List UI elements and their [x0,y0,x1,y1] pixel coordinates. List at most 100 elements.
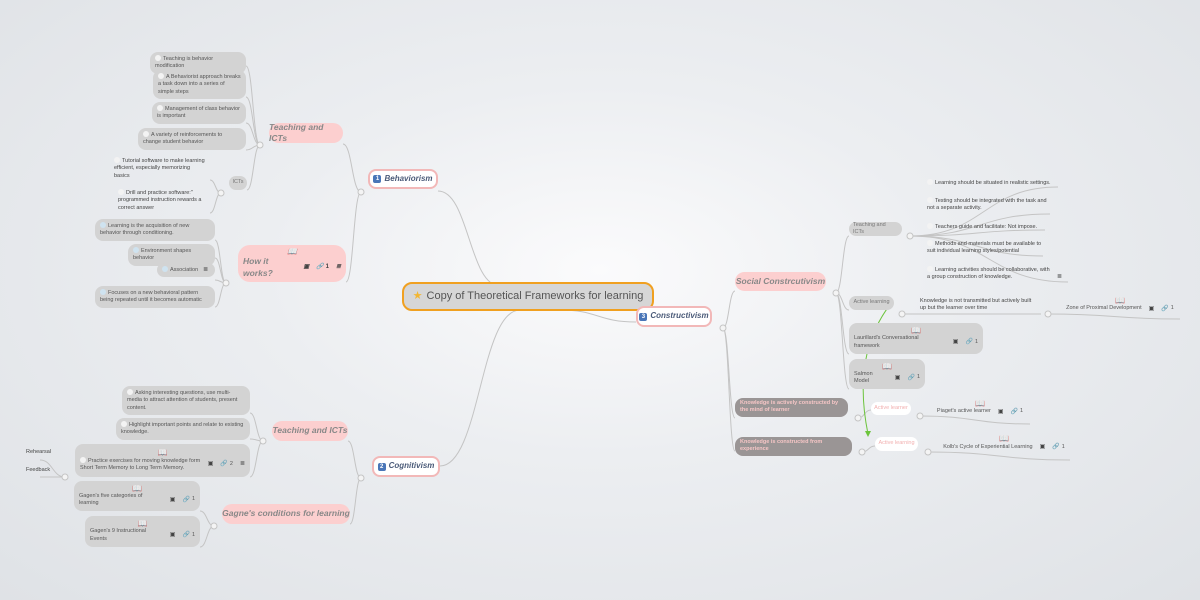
book-icon: 📖 [132,483,142,493]
subtopic-social-constructivism[interactable]: Social Constrcutivism [735,272,826,291]
list-item[interactable]: Drill and practice software:" programmed… [118,189,202,211]
list-item[interactable]: Teaching is behavior modification [150,52,246,74]
subtopic-knowledge-mind[interactable]: Knowledge is actively constructed by the… [735,398,848,417]
subtopic-knowledge-experience[interactable]: Knowledge is constructed from experience [735,437,852,456]
list-item[interactable]: Rehearsal [26,449,52,455]
list-item[interactable]: A variety of reinforcements to change st… [138,128,246,150]
note-icon[interactable]: ≣ [335,264,341,271]
node-piaget[interactable]: 📖Piaget's active learner▣🔗1 [936,398,1024,415]
image-icon[interactable]: ▣ [169,532,176,539]
node-gagne-nine-events[interactable]: 📖Gagen's 9 Instructional Events▣🔗1 [85,516,200,547]
subtopic-teaching-icts[interactable]: Teaching and ICTs [272,421,348,441]
connector-line [214,239,227,284]
connector-line [249,440,264,478]
image-icon[interactable]: ▣ [207,461,214,468]
list-item[interactable]: A Behaviorist approach breaks a task dow… [153,70,246,100]
note-icon[interactable]: ≣ [239,461,245,468]
list-item[interactable]: Learning activities should be collaborat… [927,266,1063,281]
image-icon[interactable]: ▣ [1148,305,1155,312]
connector-line [437,190,501,287]
link-icon[interactable]: 🔗 [182,496,190,503]
connector-line [722,327,736,452]
link-icon[interactable]: 🔗 [1052,444,1060,451]
subtopic-how-it-works[interactable]: 📖How it works?▣🔗1≣ [238,245,346,282]
list-item[interactable]: Asking interesting questions, use multi-… [122,386,250,416]
image-icon[interactable]: ▣ [1039,444,1046,451]
list-item[interactable]: Testing should be integrated with the ta… [927,197,1047,212]
link-icon[interactable]: 🔗 [965,339,973,346]
node-laurillard[interactable]: 📖Laurillard's Conversational framework▣🔗… [849,323,983,354]
book-icon: 📖 [137,519,148,529]
relation-label-active-learner[interactable]: Active learner [871,402,911,415]
collapse-handle [924,448,932,456]
list-item[interactable]: Tutorial software to make learning effic… [114,157,205,179]
node-salmon-model[interactable]: 📖Salmon Model▣🔗1 [849,359,925,389]
arrowhead [865,431,871,437]
image-icon[interactable]: ▣ [169,496,176,503]
collapse-handle [832,289,840,297]
connector-line [722,327,736,419]
connector-line [214,282,227,308]
connector-line [349,477,362,525]
collapse-handle [719,324,727,332]
collapse-handle [210,522,218,530]
list-item[interactable]: Learning is the acquisition of new behav… [95,219,215,241]
book-icon: 📖 [999,434,1009,444]
node-active-learning[interactable]: Active learning [849,296,894,310]
list-item[interactable]: Methods and materials must be available … [927,240,1042,255]
note-icon[interactable]: ≣ [1057,274,1063,281]
collapse-handle [256,141,264,149]
node-icts[interactable]: ICTs [229,176,247,190]
connector-line [927,451,1071,461]
collapse-handle [357,474,365,482]
number-icon: 3 [639,312,648,321]
link-icon[interactable]: 🔗 [220,461,228,468]
book-icon: 📖 [975,398,985,408]
note-icon[interactable]: ≣ [203,267,209,273]
image-icon[interactable]: ▣ [303,264,310,271]
list-item[interactable]: Management of class behavior is importan… [152,102,246,124]
book-icon: 📖 [157,447,168,457]
star-icon: ★ [412,290,423,303]
connector-line [559,309,637,323]
link-icon[interactable]: 🔗 [1010,408,1019,415]
image-icon[interactable]: ▣ [952,339,959,346]
node-knowledge-not-transmitted[interactable]: Knowledge is not transmitted but activel… [920,298,1032,312]
connector-line [835,235,850,294]
central-topic[interactable]: ★Copy of Theoretical Frameworks for lear… [402,282,654,311]
node-teaching-icts[interactable]: Teaching and ICTs [849,222,902,236]
connector-line [249,412,264,442]
subtopic-gagne[interactable]: Gagne's conditions for learning [222,504,350,524]
number-icon: 1 [373,175,382,183]
node-zone-proximal[interactable]: 📖Zone of Proximal Development▣🔗1 [1066,295,1174,312]
list-item[interactable]: Focuses on a new behavioral pattern bein… [95,286,215,308]
link-icon[interactable]: 🔗 [316,264,324,271]
list-item[interactable]: Highlight important points and relate to… [116,418,250,440]
connector-line [722,290,736,329]
book-icon: 📖 [882,361,892,371]
collapse-handle [906,232,914,240]
node-kolb[interactable]: 📖Kolb's Cycle of Experiential Learning▣🔗… [943,434,1065,451]
node-practice-exercises[interactable]: 📖Practice exercises for moving knowledge… [75,444,250,477]
link-icon[interactable]: 🔗 [182,532,190,539]
image-icon[interactable]: ▣ [997,408,1004,415]
subtopic-teaching-icts[interactable]: Teaching and ICTs [269,122,343,143]
list-item[interactable]: Environment shapes behavior [128,244,215,266]
list-item[interactable]: Teachers guide and facilitate: Not impos… [923,221,1048,233]
collapse-handle [259,437,267,445]
connector-line [347,440,362,479]
relation-label-active-learning[interactable]: Active learning [875,437,918,451]
node-gagne-five-categories[interactable]: 📖Gagen's five categories of learning▣🔗1 [74,481,200,511]
book-icon: 📖 [911,326,921,336]
image-icon[interactable]: ▣ [894,374,901,381]
connector-line [345,191,362,283]
list-item[interactable]: Feedback [26,467,51,473]
list-item[interactable]: Association≣ [157,263,215,278]
list-item[interactable]: Learning should be situated in realistic… [923,177,1058,189]
link-icon[interactable]: 🔗 [1161,305,1169,312]
link-icon[interactable]: 🔗 [907,374,915,381]
